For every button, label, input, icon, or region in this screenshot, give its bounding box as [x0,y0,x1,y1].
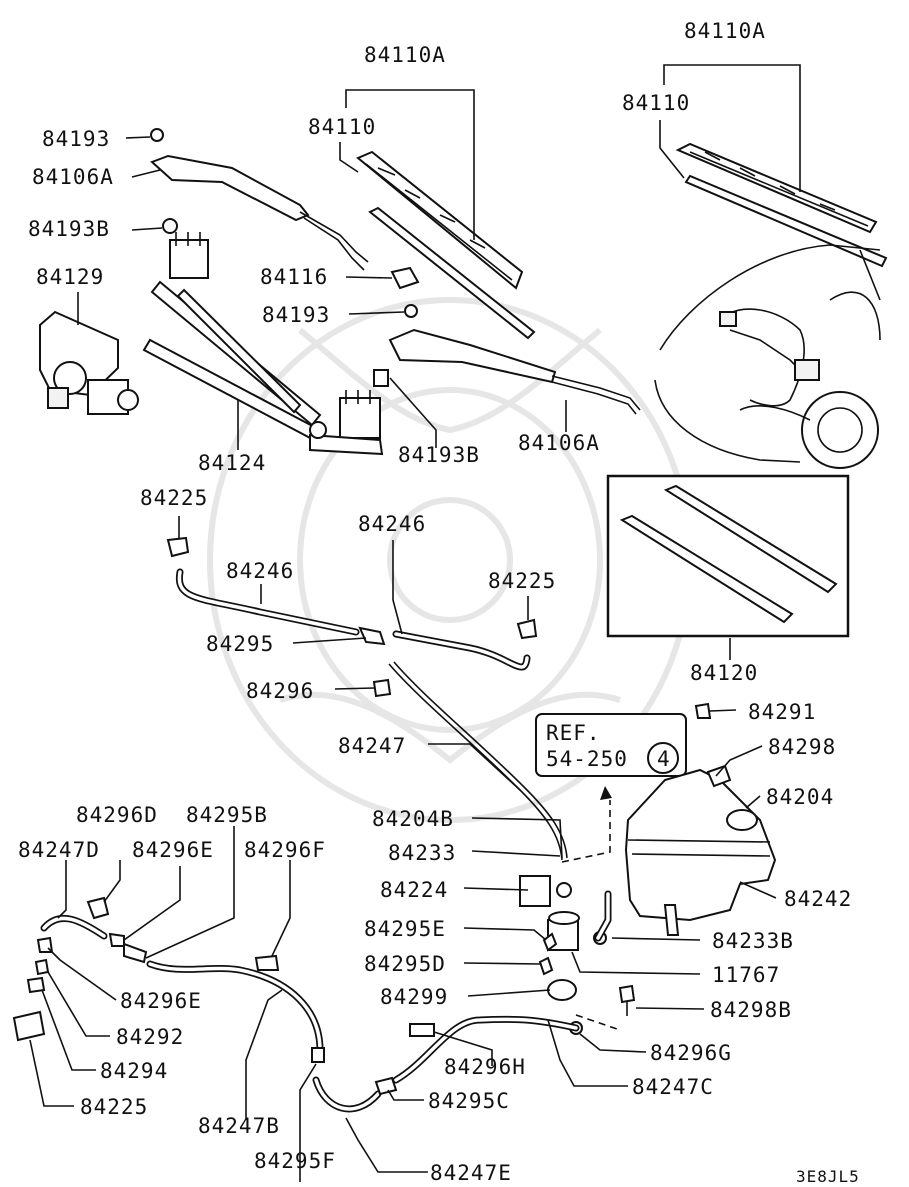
label-84296D[interactable]: 84296D [76,803,158,827]
joint-84295E[interactable] [542,932,558,952]
label-84246-left[interactable]: 84246 [226,559,294,583]
label-84296[interactable]: 84296 [246,679,314,703]
lower-hoses[interactable] [40,915,580,1113]
reference-circled-number: 4 [657,747,671,771]
leader-lines [29,64,801,1182]
label-84247B[interactable]: 84247B [198,1114,280,1138]
upper-hoses[interactable] [175,568,568,861]
label-84246-center[interactable]: 84246 [358,512,426,536]
label-84106A-left[interactable]: 84106A [32,165,114,189]
label-84129[interactable]: 84129 [36,265,104,289]
nut-84193-mid[interactable] [404,304,418,318]
label-84294[interactable]: 84294 [100,1059,168,1083]
joint-84295[interactable] [358,626,386,646]
joint-84296E-top[interactable] [108,932,125,947]
diagram-code: 3E8JL5 [796,1167,860,1186]
label-84295E[interactable]: 84295E [364,917,446,941]
reference-arrow-icon [600,786,612,800]
joint-84295F[interactable] [311,1047,325,1063]
label-84247D[interactable]: 84247D [18,838,100,862]
label-84291[interactable]: 84291 [748,700,816,724]
cap-84193B-mid[interactable] [373,369,389,387]
nozzle-84225-bottom[interactable] [12,1010,46,1042]
label-84224[interactable]: 84224 [380,878,448,902]
cap-84116[interactable] [390,266,420,290]
label-84295[interactable]: 84295 [206,632,274,656]
clip-84294[interactable] [26,976,46,994]
clip-84292[interactable] [34,958,50,976]
clip-84296H[interactable] [409,1023,435,1037]
label-84296E-bottom[interactable]: 84296E [120,989,202,1013]
label-84295F[interactable]: 84295F [254,1149,336,1173]
wiper-arm-left[interactable] [150,154,369,271]
reference-line2: 54-250 [546,747,628,771]
label-84116[interactable]: 84116 [260,265,328,289]
nut-84193B-left[interactable] [162,218,178,234]
joint-84295C[interactable] [374,1076,398,1096]
label-84296F[interactable]: 84296F [244,838,326,862]
label-84298[interactable]: 84298 [768,735,836,759]
label-84225-top[interactable]: 84225 [140,486,208,510]
label-84296E-top[interactable]: 84296E [132,838,214,862]
bolt-84298B[interactable] [618,984,636,1004]
label-84110A-right[interactable]: 84110A [684,19,766,43]
joint-84295B[interactable] [123,942,148,964]
label-84120[interactable]: 84120 [690,661,758,685]
label-84193B-left[interactable]: 84193B [28,217,110,241]
nozzle-84225-top[interactable] [166,536,190,558]
label-84233[interactable]: 84233 [388,841,456,865]
clip-84296[interactable] [372,678,392,698]
label-84299[interactable]: 84299 [380,985,448,1009]
label-84233B[interactable]: 84233B [712,929,794,953]
label-84247E[interactable]: 84247E [430,1161,512,1185]
label-84296G[interactable]: 84296G [650,1041,732,1065]
blade-refill-inset[interactable] [606,474,850,638]
label-84110-center[interactable]: 84110 [308,115,376,139]
label-84204B[interactable]: 84204B [372,807,454,831]
label-84110-right[interactable]: 84110 [622,91,690,115]
wiper-linkage[interactable] [142,232,384,456]
washer-pump[interactable] [519,875,607,951]
label-11767[interactable]: 11767 [712,963,780,987]
label-84193-mid[interactable]: 84193 [262,303,330,327]
label-84225-right[interactable]: 84225 [488,569,556,593]
reference-box [535,713,687,800]
label-84106A-right[interactable]: 84106A [518,431,600,455]
label-84193B-mid[interactable]: 84193B [398,443,480,467]
label-84225-bottom[interactable]: 84225 [80,1095,148,1119]
label-84242[interactable]: 84242 [784,887,852,911]
label-84295C[interactable]: 84295C [428,1089,510,1113]
nozzle-84225-right[interactable] [516,618,538,640]
clip-84299[interactable] [547,979,577,1001]
label-84193-top[interactable]: 84193 [42,127,110,151]
joint-84295D[interactable] [538,956,554,976]
label-84124[interactable]: 84124 [198,451,266,475]
wiper-blade-center[interactable] [356,150,536,340]
label-84247[interactable]: 84247 [338,734,406,758]
clip-84296F[interactable] [254,954,280,971]
washer-tank[interactable] [624,764,777,936]
label-84295B[interactable]: 84295B [186,803,268,827]
wiper-arm-right[interactable] [388,328,641,415]
label-84292[interactable]: 84292 [116,1025,184,1049]
label-84204[interactable]: 84204 [766,785,834,809]
reference-line1: REF. [546,721,601,745]
cap-84291[interactable] [694,702,712,719]
nut-84193-top[interactable] [150,128,164,142]
label-84110A-center[interactable]: 84110A [364,43,446,67]
wiper-motor[interactable] [39,310,139,415]
watermark-emblem [207,297,693,823]
clip-84296D[interactable] [86,896,110,920]
wiper-blade-right[interactable] [675,142,888,268]
label-84247C[interactable]: 84247C [632,1075,714,1099]
label-84296H[interactable]: 84296H [444,1055,526,1079]
label-84295D[interactable]: 84295D [364,952,446,976]
vehicle-front-illustration [654,244,881,469]
label-84298B[interactable]: 84298B [710,998,792,1022]
part-labels: 84110A 84110 84110A 84110 84193 84106A 8… [18,19,852,1185]
